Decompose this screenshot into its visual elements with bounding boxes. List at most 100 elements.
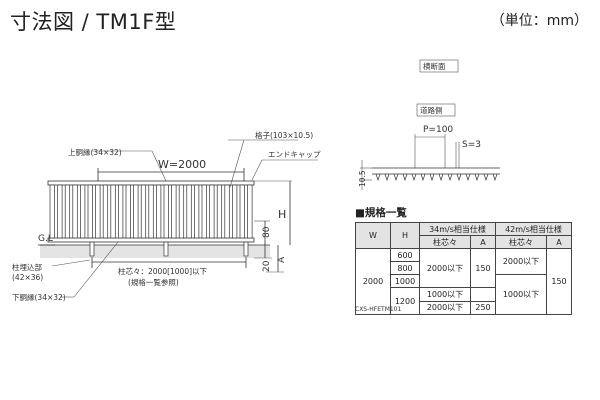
- section-tooth: [474, 173, 480, 182]
- end-cap-label: エンドキャップ: [268, 150, 321, 159]
- lattice-slat: [171, 184, 177, 239]
- lattice-slat: [186, 184, 192, 239]
- section-tooth: [393, 173, 399, 182]
- lattice-slat: [49, 184, 55, 239]
- section-tooth: [429, 173, 435, 182]
- spec-table: W H 34m/s相当仕様 42m/s相当仕様 柱芯々 A 柱芯々 A 2000…: [355, 222, 572, 315]
- section-tooth: [492, 173, 498, 182]
- section-tooth: [483, 173, 489, 182]
- lower-rail: [47, 237, 255, 243]
- section-tooth: [465, 173, 471, 182]
- r42-a: 150: [546, 248, 572, 315]
- post-pitch-dimension: 柱芯々：2000[1000]以下 (規格一覧参照): [91, 257, 247, 287]
- lattice-slats: [49, 184, 253, 239]
- height-dimension: H 80: [254, 180, 292, 245]
- spec-heading: ■規格一覧: [355, 207, 407, 219]
- post-pitch-note: (規格一覧参照): [128, 277, 179, 287]
- lattice-slat: [118, 184, 124, 239]
- sub-a-34: A: [470, 235, 496, 249]
- lattice-slat: [178, 184, 185, 239]
- col-h: H: [390, 222, 420, 249]
- r34-pitch-1: 2000以下: [419, 248, 471, 288]
- cross-section: 横断面 道路側 P=100 S=3 10.5: [358, 59, 500, 190]
- section-tooth: [438, 173, 444, 182]
- height-label: H: [278, 208, 286, 221]
- page-title: 寸法図 / TM1F型: [10, 10, 177, 34]
- section-tooth: [384, 173, 390, 182]
- upper-rail: [47, 180, 255, 186]
- lattice-slat: [57, 184, 63, 239]
- h-600: 600: [390, 248, 420, 262]
- lattice-slat: [148, 184, 154, 239]
- w-value: 2000: [355, 248, 391, 315]
- lattice-slat: [64, 184, 71, 239]
- lattice-slat: [72, 184, 78, 239]
- h-1000: 1000: [390, 274, 420, 288]
- dim-80-label: 80: [262, 226, 272, 238]
- section-tooth: [456, 173, 462, 182]
- h-800: 800: [390, 261, 420, 275]
- embed-dimension: 20 A: [254, 245, 287, 273]
- unit-label: （単位：mm）: [490, 13, 588, 29]
- width-label: W=2000: [158, 158, 206, 171]
- lattice-slat: [87, 184, 93, 239]
- lattice-section: [375, 173, 498, 182]
- lattice-slat: [156, 184, 162, 239]
- upper-rail-label: 上胴縁(34×32): [68, 147, 122, 157]
- post-embed-size: (42×36): [12, 273, 43, 282]
- r34-pitch-3: 2000以下: [426, 302, 464, 312]
- lattice-slat: [163, 184, 169, 239]
- lattice-slat: [201, 184, 207, 239]
- gap-s-label: S=3: [462, 140, 481, 150]
- lattice-slat: [224, 184, 230, 239]
- r34-split-cell: 1000以下 2000以下: [419, 287, 471, 315]
- post-pitch-label: 柱芯々：2000[1000]以下: [118, 266, 208, 276]
- group-34: 34m/s相当仕様: [419, 222, 496, 236]
- lattice-slat: [239, 184, 245, 239]
- lattice-label: 格子(103×10.5): [255, 130, 313, 140]
- lattice-slat: [232, 184, 238, 239]
- road-side-label: 道路側: [420, 105, 443, 115]
- dim-20-label: 20: [262, 260, 272, 272]
- lattice-slat: [194, 184, 200, 239]
- lower-rail-label: 下胴縁(34×32): [12, 292, 66, 302]
- lattice-slat: [125, 184, 131, 239]
- group-42: 42m/s相当仕様: [495, 222, 572, 236]
- r42-pitch-1: 2000以下: [495, 248, 547, 275]
- section-tooth: [447, 173, 453, 182]
- gl-label: G.L: [38, 234, 53, 244]
- post: [243, 241, 249, 257]
- post-embed-label: 柱埋込部: [12, 262, 42, 272]
- r34-pitch-2: 1000以下: [420, 289, 470, 302]
- lattice-slat: [216, 184, 223, 239]
- r42-pitch-2: 1000以下: [495, 274, 547, 315]
- section-tooth: [375, 173, 381, 182]
- r34-a-2: 250: [475, 302, 491, 312]
- r34-a-1: 150: [470, 248, 496, 288]
- lattice-slat: [95, 184, 101, 239]
- thickness-label: 10.5: [358, 170, 367, 187]
- drawing-code: CXS-HFETM101: [355, 306, 402, 313]
- sub-a-42: A: [546, 235, 572, 249]
- section-tooth: [411, 173, 417, 182]
- post: [89, 241, 95, 257]
- sub-pitch-34: 柱芯々: [419, 235, 471, 249]
- cross-section-label: 横断面: [423, 61, 446, 71]
- fence-elevation: [47, 180, 255, 257]
- lattice-slat: [102, 184, 109, 239]
- lattice-slat: [80, 184, 86, 239]
- r34-a-blank: [471, 289, 495, 302]
- col-w: W: [355, 222, 391, 249]
- lattice-slat: [110, 184, 116, 239]
- posts: [89, 241, 249, 257]
- section-tooth: [402, 173, 408, 182]
- lattice-slat: [140, 184, 147, 239]
- post: [163, 241, 169, 257]
- r34-a-split-cell: 250: [470, 287, 496, 315]
- dim-a-label: A: [277, 256, 287, 263]
- section-tooth: [420, 173, 426, 182]
- lattice-slat: [247, 184, 253, 239]
- width-dimension: W=2000: [97, 158, 245, 181]
